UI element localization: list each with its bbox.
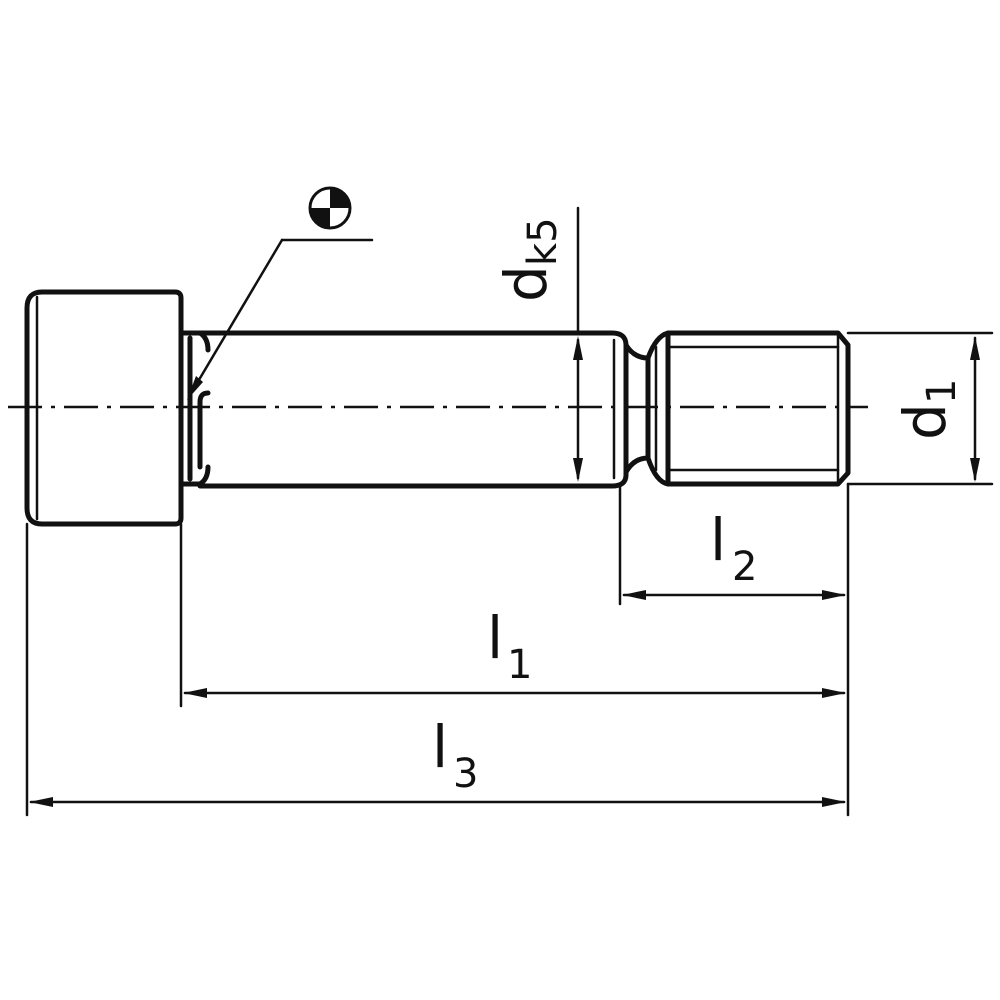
- d1-arrow-bottom: [970, 458, 980, 482]
- l3-arrow-right: [822, 797, 846, 807]
- l2-sub: 2: [732, 544, 757, 590]
- l3-arrow-left: [29, 797, 53, 807]
- leader-line: [188, 238, 284, 397]
- thread-relief: [623, 342, 651, 475]
- l2-label: l 2: [710, 506, 757, 590]
- l1-label: l 1: [487, 604, 532, 688]
- dk5-main: d: [492, 265, 560, 302]
- d1-arrow-top: [970, 336, 980, 360]
- dk5-arrow-bottom: [573, 458, 583, 482]
- dk5-label: d k5: [492, 217, 566, 302]
- l2-arrow-right: [822, 590, 846, 600]
- l1-arrow-left: [183, 688, 207, 698]
- quarter-circle-target-icon: [308, 186, 352, 230]
- undercut-recess-top: [197, 330, 211, 353]
- l2-main: l: [710, 506, 726, 574]
- l3-main: l: [432, 713, 448, 781]
- screw-head: [24, 289, 184, 527]
- l1-main: l: [487, 604, 503, 672]
- head-undercut: [178, 330, 203, 487]
- d1-label: d 1: [891, 379, 965, 440]
- d1-sub: 1: [919, 379, 965, 404]
- undercut-inner: [197, 390, 211, 470]
- shoulder-body: [197, 330, 629, 489]
- l2-arrow-left: [622, 590, 646, 600]
- l3-label: l 3: [432, 713, 478, 797]
- l1-sub: 1: [507, 642, 532, 688]
- thread-outline: [665, 330, 851, 487]
- d1-main: d: [891, 403, 959, 440]
- relief-to-thread: [645, 330, 671, 487]
- l1-arrow-right: [822, 688, 846, 698]
- dk5-arrow-top: [573, 336, 583, 360]
- undercut-recess-bottom: [197, 464, 211, 487]
- leader-arrowhead: [187, 376, 203, 400]
- dk5-sub: k5: [520, 217, 566, 266]
- l3-sub: 3: [453, 751, 478, 797]
